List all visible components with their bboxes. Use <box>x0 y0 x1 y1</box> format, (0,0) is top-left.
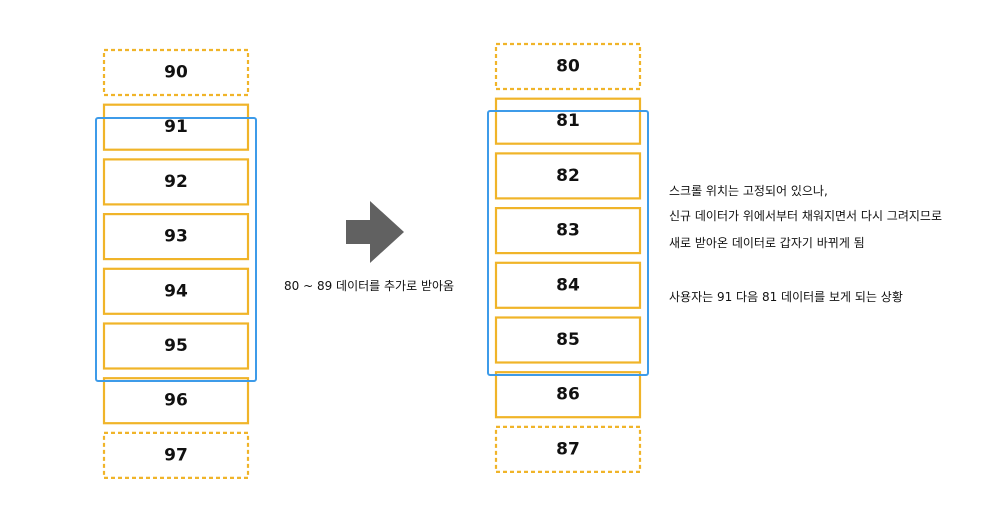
item-label: 80 <box>556 57 580 77</box>
item-box <box>494 316 642 364</box>
item-label: 97 <box>164 445 188 465</box>
item-label: 93 <box>164 227 188 247</box>
right-viewport-frame <box>487 110 649 376</box>
item-box <box>102 213 250 261</box>
item-label: 86 <box>556 385 580 405</box>
item-box <box>494 425 642 473</box>
item-box <box>102 431 250 479</box>
item-label: 91 <box>164 117 188 137</box>
item-box <box>494 42 642 91</box>
item-label: 96 <box>164 391 188 411</box>
item-box <box>102 103 250 151</box>
item-box <box>494 152 642 200</box>
note-line-2: 신규 데이터가 위에서부터 채워지면서 다시 그려지므로 <box>669 209 942 223</box>
item-label: 94 <box>164 281 188 301</box>
left-item-column: 90 91 92 93 94 95 96 97 <box>102 48 250 479</box>
item-label: 95 <box>164 336 188 356</box>
item-label: 81 <box>556 111 580 131</box>
arrow-caption: 80 ~ 89 데이터를 추가로 받아옴 <box>284 279 455 293</box>
right-item-column: 80 81 82 83 84 85 86 87 <box>494 42 642 473</box>
item-box <box>494 261 642 309</box>
left-viewport-frame <box>95 117 257 382</box>
right-arrow-icon <box>346 201 404 263</box>
item-box <box>102 267 250 315</box>
item-label: 82 <box>556 166 580 186</box>
item-box <box>102 322 250 370</box>
item-label: 85 <box>556 330 580 350</box>
note-line-4: 사용자는 91 다음 81 데이터를 보게 되는 상황 <box>669 290 903 304</box>
note-line-3: 새로 받아온 데이터로 갑자기 바뀌게 됨 <box>669 236 865 250</box>
item-box <box>494 207 642 255</box>
item-box <box>102 48 250 97</box>
item-label: 83 <box>556 221 580 241</box>
item-box <box>494 371 642 419</box>
item-box <box>102 377 250 425</box>
item-label: 92 <box>164 172 188 192</box>
item-box <box>494 97 642 145</box>
note-line-1: 스크롤 위치는 고정되어 있으나, <box>669 184 828 198</box>
item-box <box>102 158 250 206</box>
item-label: 90 <box>164 63 188 83</box>
item-label: 84 <box>556 275 580 295</box>
item-label: 87 <box>556 439 580 459</box>
